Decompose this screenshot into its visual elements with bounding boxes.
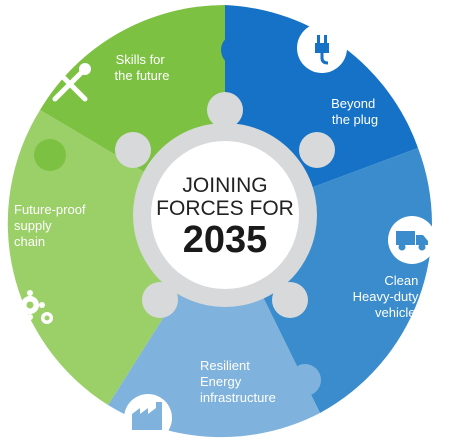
plug-icon	[297, 23, 347, 73]
knob-vehicles-into-plug	[369, 166, 401, 198]
center-line1: JOINING	[182, 174, 267, 197]
tools-icon	[49, 63, 91, 102]
knob-supply-into-energy	[102, 314, 134, 346]
center-hub	[115, 92, 335, 318]
truck-icon	[388, 216, 436, 264]
segment-energy	[108, 220, 320, 438]
center-line2: FORCES FOR	[156, 197, 294, 220]
gears-icon	[15, 290, 53, 324]
hub-knob-lower-left	[142, 282, 178, 318]
hub-inner	[151, 141, 299, 289]
label-plug: Beyond the plug	[331, 96, 379, 127]
knob-plug-into-skills	[221, 34, 253, 66]
factory-icon	[124, 394, 172, 442]
segment-supply	[7, 110, 225, 405]
center-year: 2035	[183, 219, 268, 261]
hub-knob-lower-right	[272, 282, 308, 318]
knob-skills-into-supply	[34, 139, 66, 171]
hub-knob-top	[207, 92, 243, 128]
label-skills: Skills for the future	[115, 52, 170, 83]
label-supply: Future-proof supply chain	[14, 202, 89, 249]
knob-energy-into-vehicles	[289, 364, 321, 396]
label-vehicles: Clean Heavy-duty vehicles	[353, 273, 423, 320]
label-energy: Resilient Energy infrastructure	[200, 358, 276, 405]
hub-knob-right	[299, 132, 335, 168]
hub-knob-left	[115, 132, 151, 168]
